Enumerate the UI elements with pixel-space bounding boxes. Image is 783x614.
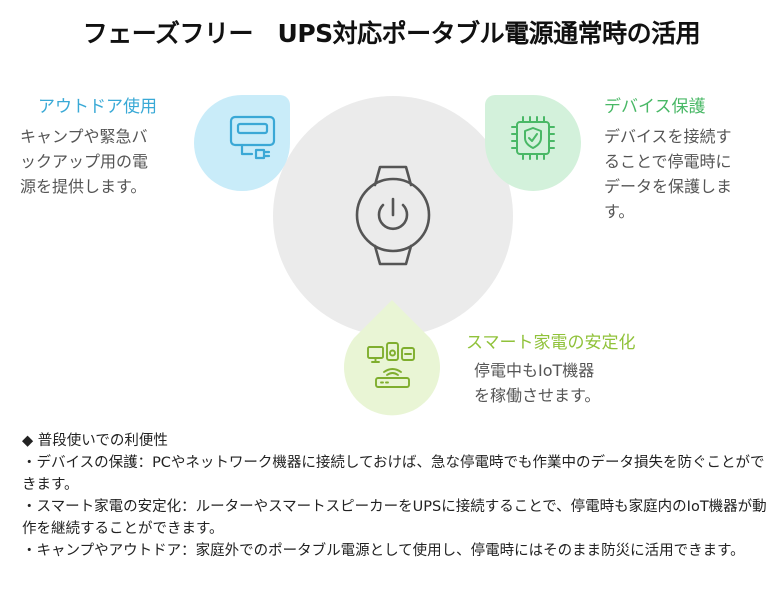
notes-heading: ◆ 普段使いでの利便性	[22, 433, 168, 449]
device-line: データを保護しま	[604, 177, 733, 196]
outdoor-line: ックアップ用の電	[20, 152, 149, 171]
notes-item: ・スマート家電の安定化：ルーターやスマートスピーカーをUPSに接続することで、停…	[22, 499, 767, 537]
outdoor-heading: アウトドア使用	[38, 97, 157, 117]
smart-line: 停電中もIoT機器	[474, 361, 595, 380]
page-title: フェーズフリー UPS対応ポータブル電源通常時の活用	[82, 19, 701, 48]
notes-item: ・キャンプやアウトドア：家庭外でのポータブル電源として使用し、停電時にはそのまま…	[22, 543, 745, 559]
diagram	[194, 94, 581, 416]
device-heading: デバイス保護	[604, 97, 706, 117]
outdoor-bubble	[194, 95, 290, 191]
smart-heading: スマート家電の安定化	[466, 333, 636, 353]
outdoor-line: 源を提供します。	[20, 177, 147, 196]
smart-description: 停電中もIoT機器 を稼働させます。	[474, 358, 600, 408]
smart-bubble	[344, 300, 441, 416]
outdoor-line: キャンプや緊急バ	[20, 127, 148, 146]
notes-section: ◆ 普段使いでの利便性 ・デバイスの保護：PCやネットワーク機器に接続しておけば…	[22, 430, 767, 562]
iot-devices-router-icon	[367, 342, 415, 388]
device-line: ることで停電時に	[604, 152, 732, 171]
device-bubble	[485, 94, 581, 191]
chip-shield-icon	[511, 116, 555, 160]
outdoor-description: キャンプや緊急バ ックアップ用の電 源を提供します。	[20, 124, 148, 199]
smart-line: を稼働させます。	[474, 386, 601, 405]
smartwatch-power-icon	[355, 165, 431, 266]
device-line: す。	[604, 202, 635, 221]
notes-item: ・デバイスの保護：PCやネットワーク機器に接続しておけば、急な停電時でも作業中の…	[22, 455, 765, 493]
device-description: デバイスを接続す ることで停電時に データを保護しま す。	[604, 124, 732, 224]
portable-power-plug-icon	[229, 115, 276, 160]
device-line: デバイスを接続す	[604, 127, 732, 146]
